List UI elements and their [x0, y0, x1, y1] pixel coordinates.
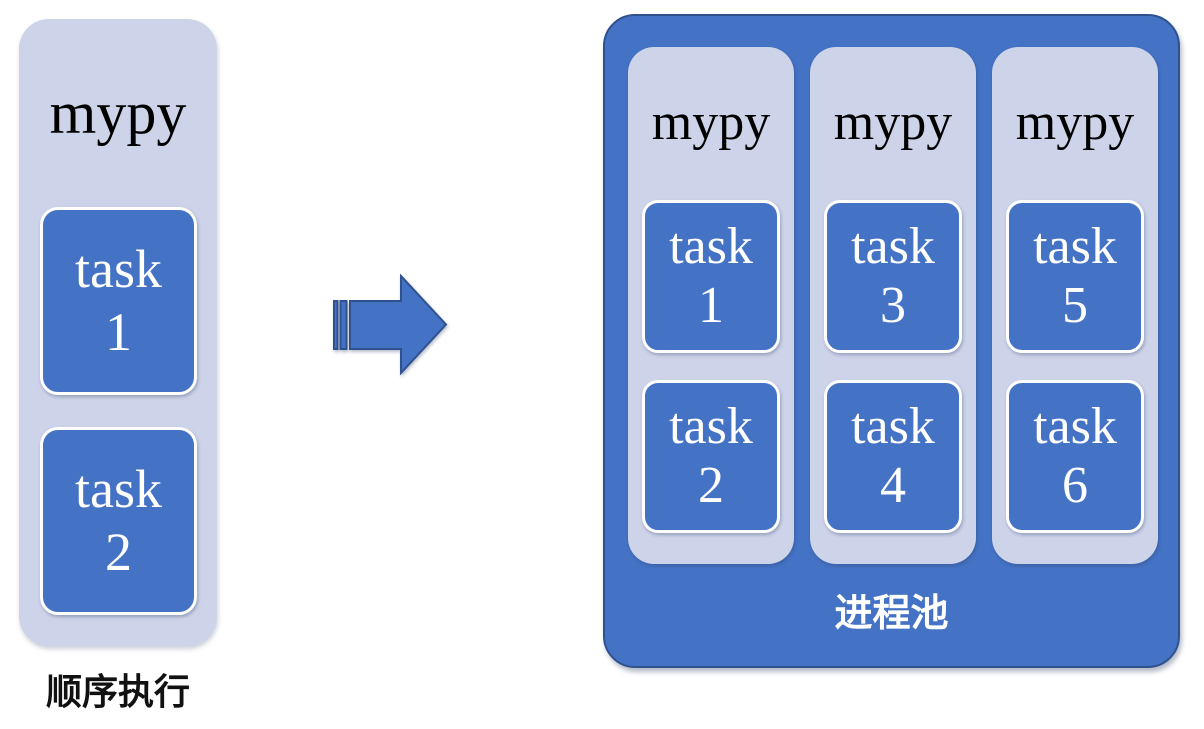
task-number: 6: [1062, 456, 1088, 514]
task-box-5: task 5: [1006, 200, 1144, 353]
task-number: 3: [880, 276, 906, 334]
task-box-1: task 1: [40, 207, 197, 395]
task-number: 5: [1062, 276, 1088, 334]
arrow-stripe-thick: [339, 300, 348, 350]
task-box-4: task 4: [824, 380, 962, 533]
pool-label: 进程池: [834, 593, 949, 635]
sequential-caption: 顺序执行: [45, 671, 190, 712]
task-word: task: [1033, 397, 1117, 455]
task-word: task: [851, 397, 935, 455]
arrow-body: [349, 274, 448, 375]
task-box-3: task 3: [824, 200, 962, 353]
arrow-stripe-thin: [333, 300, 339, 350]
task-number: 1: [105, 302, 132, 362]
process-title: mypy: [833, 94, 953, 151]
pool-process-column-1: mypy task 1 task 2: [628, 47, 794, 564]
task-word: task: [851, 217, 935, 275]
process-title: mypy: [1015, 94, 1135, 151]
pool-process-column-3: mypy task 5 task 6: [992, 47, 1158, 564]
task-word: task: [669, 217, 753, 275]
task-word: task: [75, 458, 162, 519]
task-number: 2: [698, 456, 724, 514]
task-box-2: task 2: [642, 380, 780, 533]
task-box-1: task 1: [642, 200, 780, 353]
task-word: task: [1033, 217, 1117, 275]
task-number: 2: [105, 522, 132, 582]
task-word: task: [669, 397, 753, 455]
striped-right-arrow-icon: [333, 274, 448, 375]
process-title: mypy: [651, 94, 771, 151]
sequential-process-panel: mypy task 1 task 2: [19, 19, 217, 646]
task-number: 4: [880, 456, 906, 514]
process-pool-panel: mypy task 1 task 2 mypy task 3 task 4 my…: [603, 14, 1180, 668]
process-title: mypy: [49, 80, 187, 146]
task-number: 1: [698, 276, 724, 334]
task-word: task: [75, 238, 162, 299]
task-box-6: task 6: [1006, 380, 1144, 533]
task-box-2: task 2: [40, 427, 197, 615]
pool-process-column-2: mypy task 3 task 4: [810, 47, 976, 564]
